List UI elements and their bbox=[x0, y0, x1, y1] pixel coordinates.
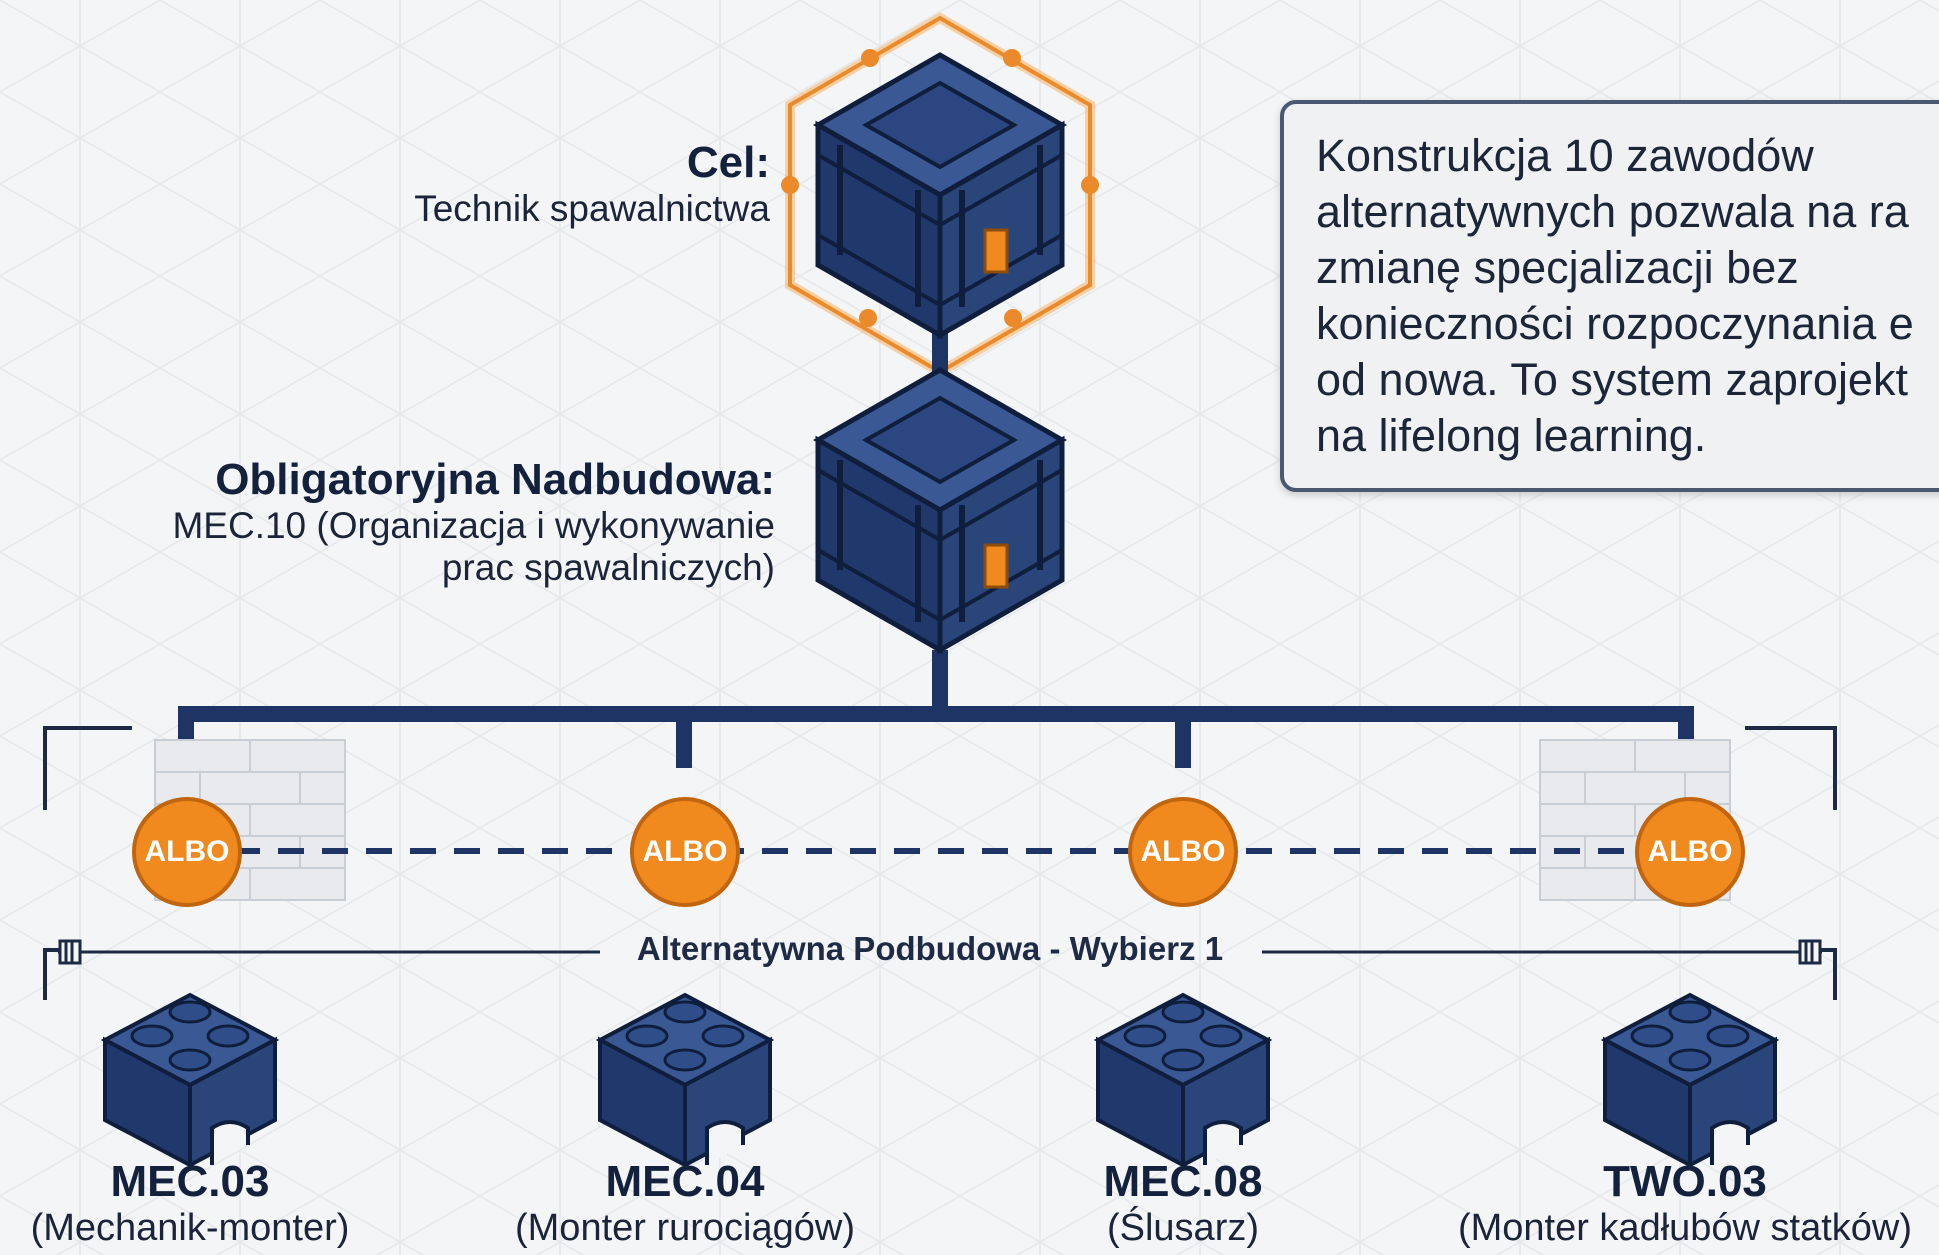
option-mec08: MEC.08 (Ślusarz) bbox=[953, 1158, 1413, 1250]
albo-connector-4: ALBO bbox=[1635, 797, 1745, 907]
mandatory-line-1: MEC.10 (Organizacja i wykonywanie bbox=[172, 505, 775, 546]
option-code: TWO.03 bbox=[1603, 1157, 1767, 1206]
option-code: MEC.03 bbox=[110, 1157, 270, 1206]
mandatory-label: Obligatoryjna Nadbudowa: MEC.10 (Organiz… bbox=[100, 455, 775, 589]
option-mec04: MEC.04 (Monter rurociągów) bbox=[455, 1158, 915, 1250]
alternative-base-label: Alternatywna Podbudowa - Wybierz 1 bbox=[636, 930, 1224, 967]
option-two03: TWO.03 (Monter kadłubów statków) bbox=[1455, 1158, 1915, 1250]
info-text: Konstrukcja 10 zawodów alternatywnych po… bbox=[1316, 130, 1914, 461]
lego-brick-icon bbox=[1600, 992, 1780, 1169]
albo-label: ALBO bbox=[1647, 835, 1733, 868]
goal-name: Technik spawalnictwa bbox=[414, 188, 770, 229]
mandatory-line-2: prac spawalniczych) bbox=[441, 547, 775, 588]
albo-connector-3: ALBO bbox=[1128, 797, 1238, 907]
option-code: MEC.08 bbox=[1103, 1157, 1263, 1206]
mandatory-heading: Obligatoryjna Nadbudowa: bbox=[215, 455, 775, 504]
albo-connector-2: ALBO bbox=[630, 797, 740, 907]
albo-label: ALBO bbox=[1140, 835, 1226, 868]
albo-label: ALBO bbox=[642, 835, 728, 868]
goal-label: Cel: Technik spawalnictwa bbox=[300, 138, 770, 230]
option-code: MEC.04 bbox=[605, 1157, 765, 1206]
goal-crate-icon bbox=[812, 52, 1068, 340]
albo-label: ALBO bbox=[144, 835, 230, 868]
option-mec03: MEC.03 (Mechanik-monter) bbox=[0, 1158, 420, 1250]
option-name: (Ślusarz) bbox=[1106, 1207, 1260, 1249]
lego-brick-icon bbox=[595, 992, 775, 1169]
option-name: (Mechanik-monter) bbox=[30, 1207, 350, 1249]
info-callout: Konstrukcja 10 zawodów alternatywnych po… bbox=[1280, 100, 1939, 492]
alternative-rule bbox=[58, 939, 1822, 965]
option-name: (Monter rurociągów) bbox=[515, 1207, 855, 1249]
option-name: (Monter kadłubów statków) bbox=[1457, 1207, 1913, 1249]
lego-brick-icon bbox=[100, 992, 280, 1169]
goal-heading: Cel: bbox=[686, 138, 770, 187]
mandatory-crate-icon bbox=[812, 367, 1068, 655]
lego-brick-icon bbox=[1093, 992, 1273, 1169]
albo-connector-1: ALBO bbox=[132, 797, 242, 907]
